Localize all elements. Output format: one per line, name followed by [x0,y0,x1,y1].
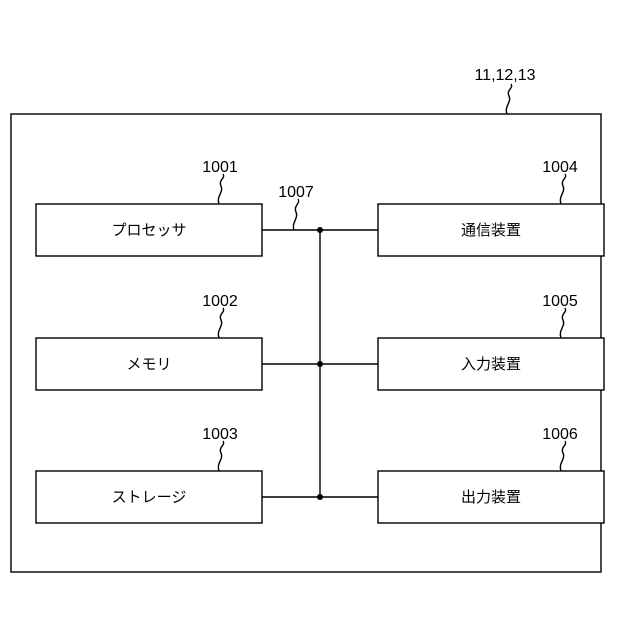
bus-junction-3 [317,494,323,500]
storage-ref-label: 1003 [202,426,238,443]
system-ref-label: 11,12,13 [474,67,535,84]
output-device-ref-label: 1006 [542,426,578,443]
storage-label: ストレージ [112,489,187,506]
processor-ref-label: 1001 [202,159,238,176]
bus-junction-1 [317,227,323,233]
bus-ref-label: 1007 [278,184,314,201]
input-device-ref-label: 1005 [542,293,578,310]
memory-label: メモリ [126,356,171,373]
output-device-label: 出力装置 [461,489,521,506]
input-device-label: 入力装置 [461,356,521,373]
system-leader-line [506,84,511,114]
bus-junction-2 [317,361,323,367]
communication-device-label: 通信装置 [461,222,521,239]
memory-ref-label: 1002 [202,293,238,310]
processor-label: プロセッサ [111,222,186,239]
communication-device-ref-label: 1004 [542,159,578,176]
